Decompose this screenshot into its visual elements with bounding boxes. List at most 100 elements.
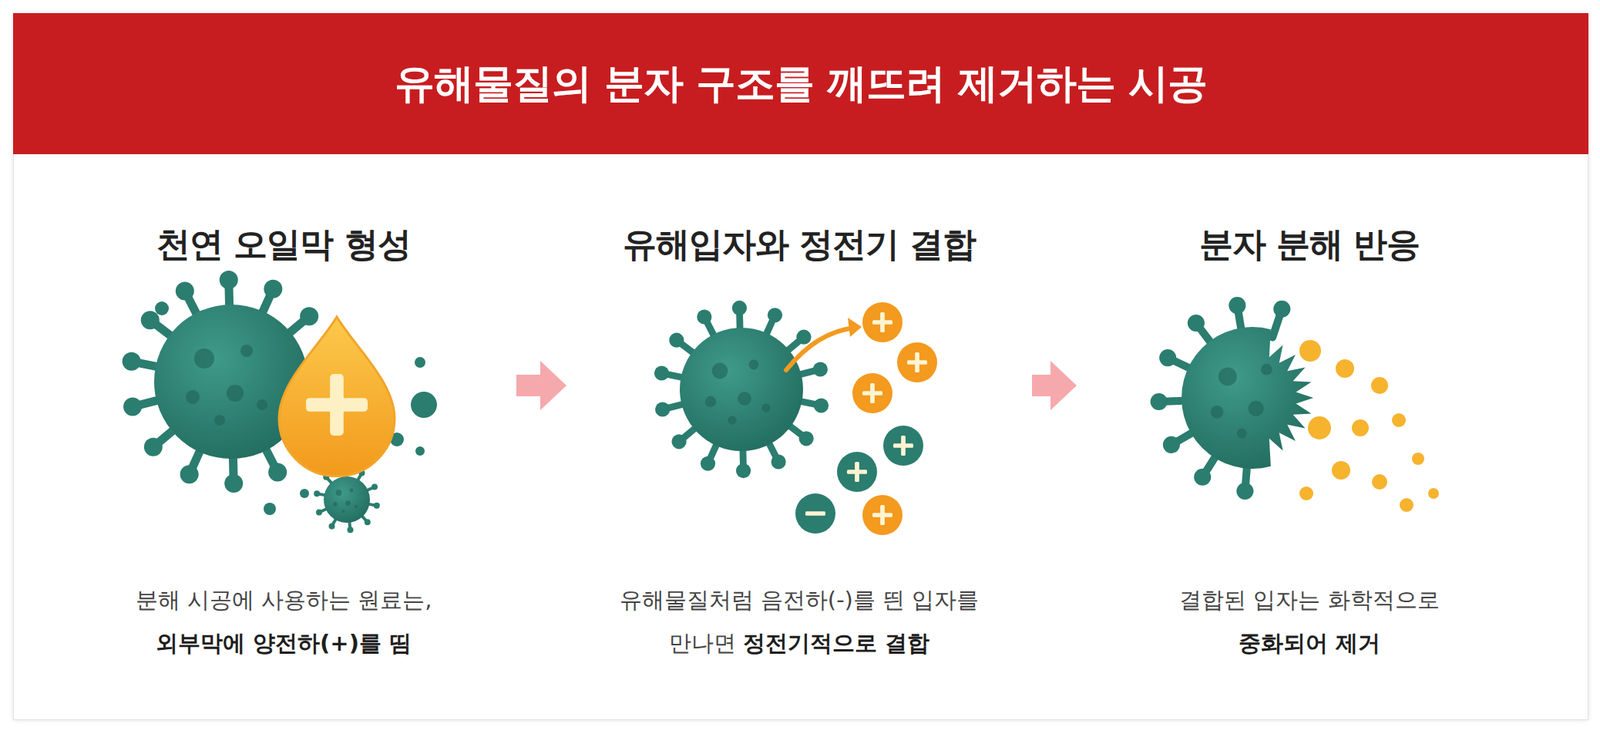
fragment-dot <box>1307 416 1332 440</box>
virus-knob <box>813 361 828 377</box>
fragment-dot <box>1351 419 1369 437</box>
step-panel: 유해입자와 정전기 결합유해물질처럼 음전하(-)를 띈 입자를 만나면 정전기… <box>574 221 1025 684</box>
charge-particle <box>862 494 903 535</box>
virus-knob <box>219 270 239 290</box>
virus-spot <box>749 359 760 370</box>
virus-knob <box>767 307 783 323</box>
virus-knob <box>224 473 243 493</box>
description-text: 정전기적으로 결합 <box>742 629 930 656</box>
virus-spot <box>727 415 737 424</box>
virus-knob <box>654 365 669 380</box>
virus-knob <box>347 526 354 533</box>
step-panel: 분자 분해 반응결합된 입자는 화학적으로중화되어 제거 <box>1084 221 1535 684</box>
virus-knob <box>299 306 319 326</box>
virus-knob <box>263 279 283 299</box>
virus-figure <box>654 300 829 478</box>
virus-knob <box>329 522 336 529</box>
plus-bar <box>880 312 885 333</box>
particle-circle <box>862 494 903 535</box>
step-heading: 천연 오일막 형성 <box>58 221 509 268</box>
virus-knob <box>1236 482 1254 500</box>
virus-knob <box>1187 314 1205 332</box>
small-dot <box>415 446 425 456</box>
step-heading: 유해입자와 정전기 결합 <box>574 221 1025 268</box>
virus-spot <box>214 414 226 426</box>
virus-knob <box>373 502 380 509</box>
attraction-arrowhead <box>847 317 862 337</box>
virus-spot <box>332 501 337 506</box>
virus-knob <box>1150 393 1168 411</box>
virus-knob <box>1273 300 1291 318</box>
virus-knob <box>696 309 712 324</box>
small-dot <box>299 488 310 498</box>
broken-virus-figure <box>1150 296 1314 500</box>
broken-virus-body <box>1181 326 1314 469</box>
virus-spot <box>194 348 215 369</box>
virus-knob <box>144 437 163 457</box>
virus-knob <box>175 282 195 301</box>
virus-knob <box>141 310 160 330</box>
virus-spot <box>240 344 253 357</box>
virus-spot <box>341 509 345 513</box>
virus-knob <box>123 397 142 417</box>
small-dot <box>410 391 437 418</box>
fragment-dot <box>1299 486 1314 501</box>
description-paragraph: 유해물질처럼 음전하(-)를 띈 입자를 만나면 정전기적으로 결합 <box>614 578 985 665</box>
diagram-title: 유해물질의 분자 구조를 깨뜨려 제거하는 시공 <box>394 57 1208 111</box>
virus-spot <box>705 396 716 407</box>
step-panel: 천연 오일막 형성분해 시공에 사용하는 원료는,외부막에 양전하(+)를 띰 <box>58 221 509 684</box>
fragment-dot <box>1371 473 1388 490</box>
description-text: 분해 시공에 사용하는 원료는, <box>58 578 509 622</box>
small-dot <box>263 502 276 515</box>
minus-bar <box>805 510 826 516</box>
charge-particle <box>883 425 924 466</box>
virus-knob <box>1163 436 1180 454</box>
description-text: 중화되어 제거 <box>1084 621 1535 665</box>
virus-spot <box>712 363 729 380</box>
step-description: 유해물질처럼 음전하(-)를 띈 입자를 만나면 정전기적으로 결합 <box>574 578 1025 665</box>
virus-body <box>679 327 804 451</box>
fragment-dot <box>1399 497 1414 512</box>
virus-body <box>323 476 370 523</box>
charge-particle <box>852 373 893 414</box>
particle-circle <box>862 302 903 343</box>
virus-knob <box>1193 468 1211 486</box>
plus-bar <box>914 352 920 373</box>
charge-particle <box>836 451 878 492</box>
small-dot <box>154 301 169 316</box>
charge-particle <box>862 302 903 343</box>
plus-bar <box>854 461 860 482</box>
virus-knob <box>732 300 747 316</box>
fragment-dot <box>1335 359 1355 378</box>
virus-knob <box>655 401 670 417</box>
small-dot <box>414 356 426 368</box>
virus-spot <box>226 384 244 402</box>
virus-spot <box>336 489 343 496</box>
fragment-dot <box>1299 339 1322 362</box>
description-text: 결합된 입자는 화학적으로 <box>1084 578 1535 622</box>
particle-circle <box>897 342 938 383</box>
fragment-dot <box>1428 487 1439 499</box>
virus-spot <box>185 389 200 404</box>
virus-knob <box>813 397 829 413</box>
title-banner: 유해물질의 분자 구조를 깨뜨려 제거하는 시공 <box>13 13 1589 155</box>
virus-spot <box>761 403 770 412</box>
virus-knob <box>799 430 814 446</box>
virus-knob <box>668 332 684 348</box>
step-description: 결합된 입자는 화학적으로중화되어 제거 <box>1084 578 1535 665</box>
virus-spot <box>256 399 268 411</box>
virus-knob <box>313 490 320 497</box>
attraction-arrow <box>786 327 856 370</box>
virus-knob <box>1228 296 1246 314</box>
step-arrow <box>516 374 541 397</box>
step-heading: 분자 분해 반응 <box>1084 221 1535 268</box>
virus-spot <box>1210 405 1224 419</box>
virus-spot <box>1218 366 1237 386</box>
fragment-dot <box>1371 376 1389 394</box>
virus-knob <box>180 464 199 484</box>
step-arrow <box>1031 374 1051 397</box>
particle-circle <box>836 451 878 492</box>
particle-circle <box>795 493 836 534</box>
